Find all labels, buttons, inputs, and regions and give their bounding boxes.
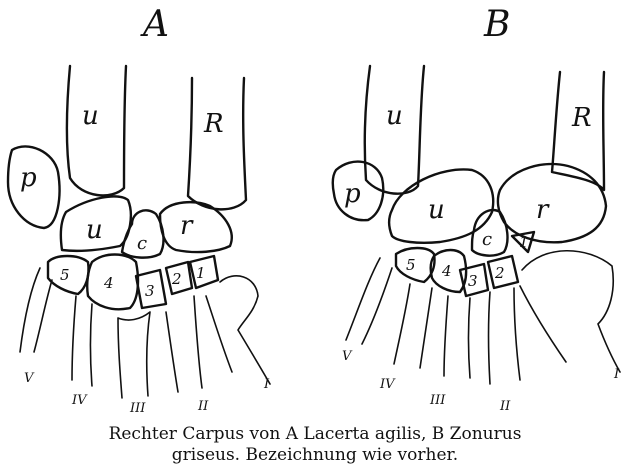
panel-a-carpal-3-label: 3 (145, 282, 155, 300)
panel-b-metacarpal-i (520, 251, 620, 372)
panel-b-ulnare-label: u (428, 195, 445, 225)
panel-a-radiale-label: r (180, 211, 194, 241)
panel-a: A u R p u c r 5 4 3 2 1 (8, 4, 270, 416)
panel-b-metacarpal-iii (444, 296, 470, 378)
panel-a-carpal-5-label: 5 (60, 266, 70, 284)
panel-b-radiale-label: r (536, 195, 550, 225)
panel-b-pisiform-label: p (344, 179, 361, 209)
panel-b-carpal-5-label: 5 (406, 256, 416, 274)
panel-a-metacarpal-i (206, 276, 270, 384)
panel-b-carpal-3-label: 3 (468, 272, 478, 290)
panel-b-roman-iii: III (429, 393, 446, 408)
panel-a-radius (188, 78, 246, 209)
caption-line-2: griseus. Bezeichnung wie vorher. (0, 445, 630, 466)
panel-a-roman-iv: IV (71, 393, 88, 408)
panel-b-carpal-1-label: 1 (519, 233, 529, 251)
panel-b-roman-v: V (342, 349, 353, 364)
panel-b-roman-iv: IV (379, 377, 396, 392)
panel-a-carpal-2-label: 2 (171, 270, 182, 288)
panel-a-ulnare-label: u (86, 215, 103, 245)
panel-a-centrale-label: c (137, 233, 147, 254)
panel-a-roman-i: I (263, 377, 270, 392)
panel-b-roman-i: I (613, 367, 620, 382)
panel-a-carpal-4-label: 4 (103, 274, 114, 292)
panel-b-metacarpal-iv (394, 284, 432, 368)
figure-caption: Rechter Carpus von A Lacerta agilis, B Z… (0, 424, 630, 466)
panel-b-metacarpal-ii (489, 288, 521, 384)
panel-a-roman-ii: II (197, 399, 209, 414)
panel-b-carpal-4-label: 4 (441, 262, 452, 280)
panel-a-metacarpal-ii (166, 296, 202, 392)
panel-b-metacarpal-v (346, 258, 392, 344)
panel-a-ulna-label: u (82, 101, 99, 131)
panel-a-roman-v: V (24, 371, 35, 386)
carpus-figure: A u R p u c r 5 4 3 2 1 (0, 0, 630, 420)
panel-b-centrale-label: c (482, 229, 492, 250)
panel-a-metacarpal-iv (72, 296, 92, 386)
panel-a-letter: A (140, 4, 169, 45)
panel-a-radius-label: R (203, 109, 224, 139)
panel-a-roman-iii: III (129, 401, 146, 416)
panel-b-radiale (498, 164, 606, 242)
panel-b-roman-ii: II (499, 399, 511, 414)
panel-a-metacarpal-v (20, 268, 52, 352)
panel-b-carpal-2-label: 2 (494, 264, 505, 282)
panel-b-letter: B (483, 4, 510, 45)
panel-a-pisiform-label: p (20, 163, 37, 193)
panel-a-metacarpal-iii (118, 312, 150, 398)
panel-a-carpal-1-label: 1 (196, 264, 206, 282)
panel-b-radius-label: R (571, 103, 592, 133)
panel-b: B u R p u r c 1 5 4 3 2 (333, 4, 620, 414)
caption-line-1: Rechter Carpus von A Lacerta agilis, B Z… (0, 424, 630, 445)
panel-b-ulna-label: u (386, 101, 403, 131)
